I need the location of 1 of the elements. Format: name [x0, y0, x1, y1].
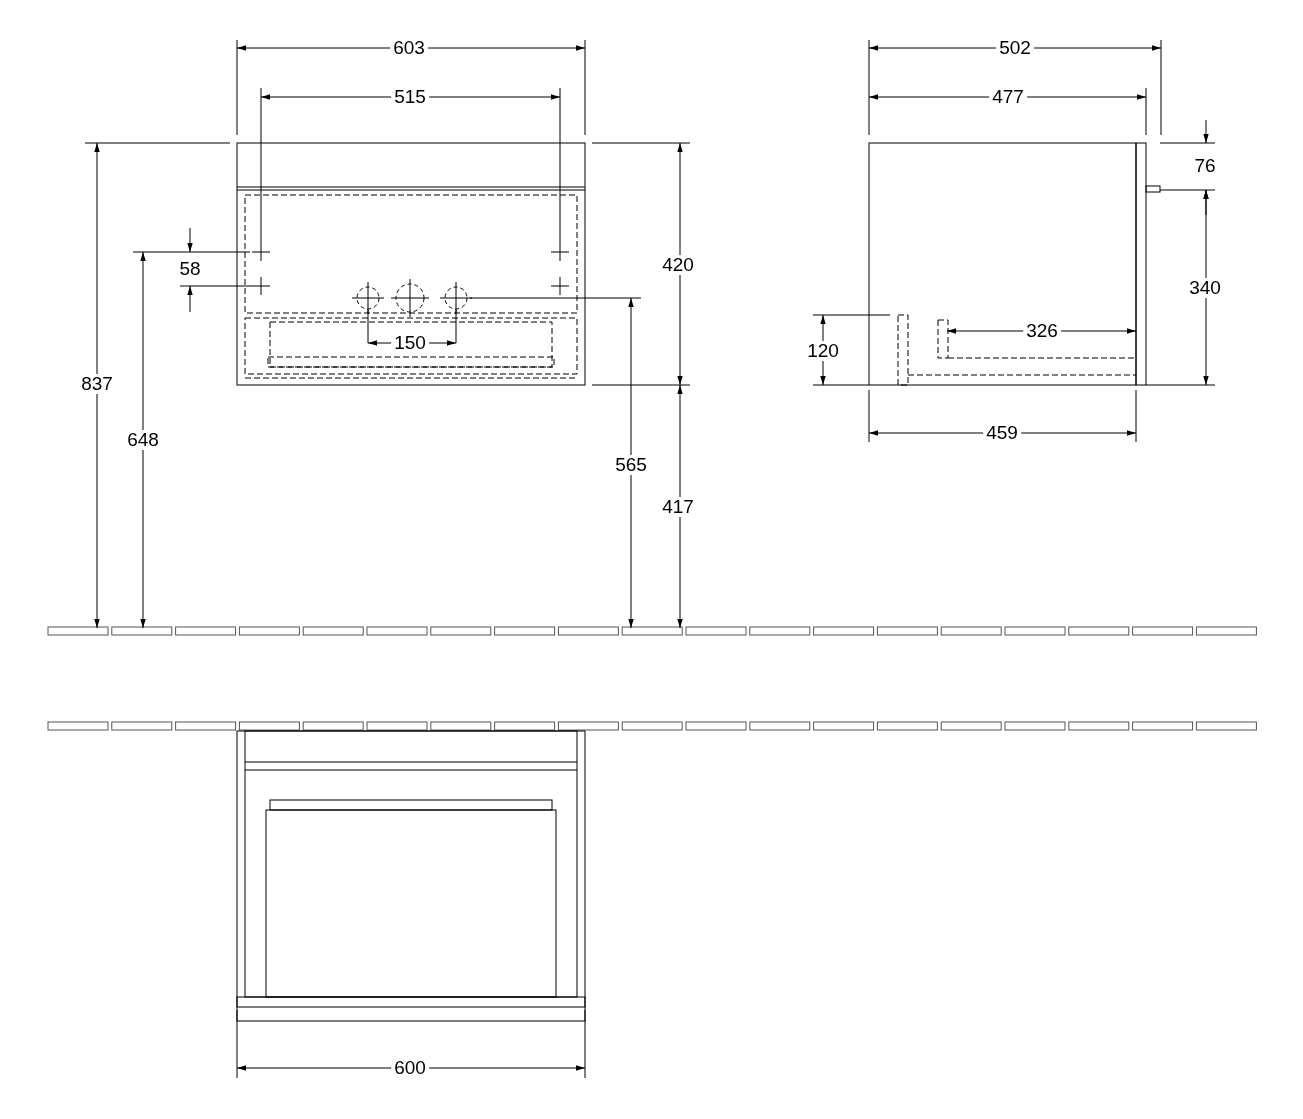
dimension-label: 420 [659, 255, 697, 275]
